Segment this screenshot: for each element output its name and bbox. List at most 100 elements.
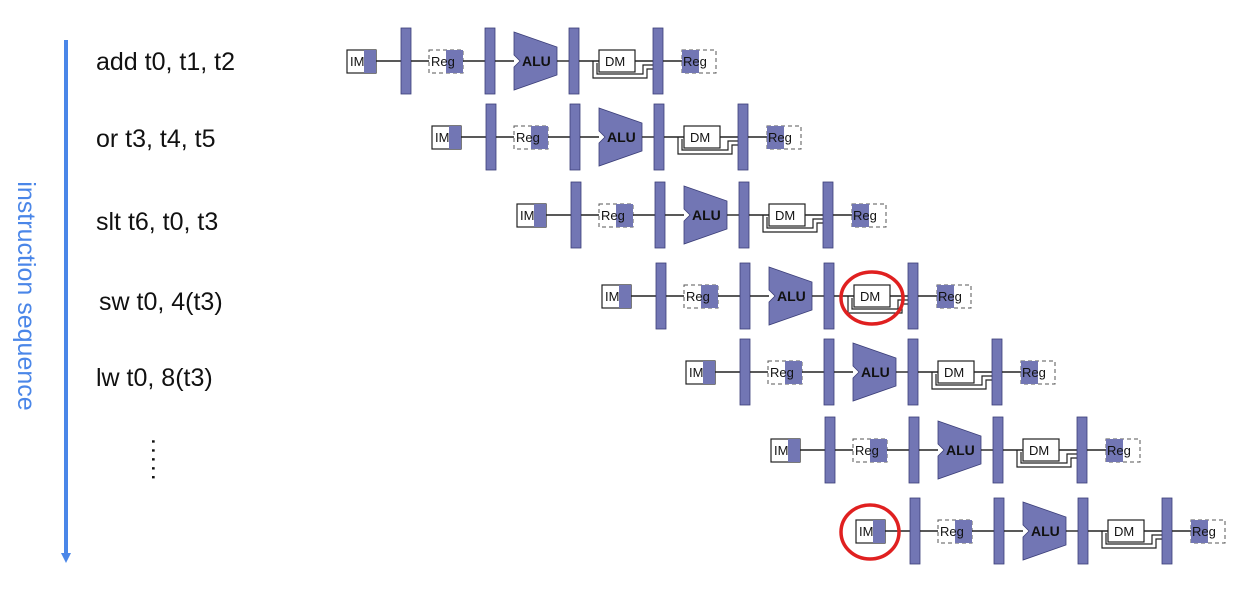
instruction-label: add t0, t1, t2 [96,48,235,76]
reg-write-label: Reg [1192,524,1216,539]
im-label: IM [605,289,619,304]
instruction-label: lw t0, 8(t3) [96,364,213,392]
pipeline-register [484,27,496,95]
reg-write-label: Reg [938,289,962,304]
dm-label: DM [605,54,625,69]
dm-bypass-wire [766,217,823,229]
instruction-label: slt t6, t0, t3 [96,208,218,236]
pipeline-row: IM Reg ALU DM Reg [346,27,717,95]
dm-label: DM [775,208,795,223]
im-shade [788,439,800,462]
dm-label: DM [1029,443,1049,458]
im-shade [619,285,631,308]
dm-bypass-wire [592,61,653,79]
instruction-label: or t3, t4, t5 [96,125,216,153]
reg-write-shade [1021,361,1038,384]
alu-label: ALU [522,53,551,69]
dm-bypass-wire [1101,531,1162,549]
im-label: IM [520,208,534,223]
reg-write-label: Reg [853,208,877,223]
reg-read-label: Reg [516,130,540,145]
pipeline-register [822,181,834,249]
pipeline-row: IM Reg ALU DM Reg [839,497,1226,565]
pipeline-register [907,338,919,406]
dm-label: DM [944,365,964,380]
reg-write-shade [1106,439,1123,462]
reg-read-shade [870,439,887,462]
pipeline-register [653,103,665,171]
highlight-circle [839,503,901,561]
im-label: IM [859,524,873,539]
im-label: IM [689,365,703,380]
im-shade [449,126,461,149]
pipeline-register [737,103,749,171]
reg-read-label: Reg [855,443,879,458]
pipeline-register [568,27,580,95]
im-shade [703,361,715,384]
alu-unit [852,342,897,402]
dm-bypass-wire [1016,450,1077,468]
alu-label: ALU [861,364,890,380]
dm-bypass-wire [681,139,738,151]
pipeline-register [991,338,1003,406]
dm-bypass-wire [596,63,653,75]
alu-unit [937,420,982,480]
pipeline-register [909,497,921,565]
pipeline-register [654,181,666,249]
reg-read-shade [701,285,718,308]
reg-write-shade [1191,520,1208,543]
pipeline-register [823,262,835,330]
im-label: IM [435,130,449,145]
dm-bypass-wire [1020,452,1077,464]
alu-label: ALU [946,442,975,458]
pipeline-register [655,262,667,330]
alu-unit [598,107,643,167]
dm-label: DM [690,130,710,145]
pipeline-register [1161,497,1173,565]
reg-write-label: Reg [1107,443,1131,458]
alu-label: ALU [777,288,806,304]
pipeline-register [400,27,412,95]
pipeline-register [824,416,836,484]
ellipsis: ..... [146,438,174,483]
dm-label: DM [1114,524,1134,539]
dm-bypass-wire [931,372,992,390]
im-shade [534,204,546,227]
pipeline-register [738,181,750,249]
reg-read-shade [531,126,548,149]
dm-bypass-wire [935,374,992,386]
reg-write-shade [937,285,954,308]
alu-label: ALU [1031,523,1060,539]
pipeline-register [823,338,835,406]
pipeline-register [569,103,581,171]
reg-write-label: Reg [683,54,707,69]
pipeline-register [485,103,497,171]
alu-unit [768,266,813,326]
im-label: IM [774,443,788,458]
im-shade [364,50,376,73]
pipeline-row: IM Reg ALU DM Reg [601,262,972,330]
im-label: IM [350,54,364,69]
pipeline-register [652,27,664,95]
pipeline-register [907,262,919,330]
instruction-label: sw t0, 4(t3) [99,288,223,316]
highlight-circle [839,270,905,326]
dm-bypass-wire [1105,533,1162,545]
pipeline-register [908,416,920,484]
alu-unit [513,31,558,91]
pipeline-row: IM Reg ALU DM Reg [770,416,1141,484]
reg-read-label: Reg [431,54,455,69]
pipeline-register [993,497,1005,565]
dm-label: DM [860,289,880,304]
reg-read-shade [616,204,633,227]
reg-read-label: Reg [940,524,964,539]
alu-unit [683,185,728,245]
reg-read-label: Reg [686,289,710,304]
reg-read-shade [955,520,972,543]
reg-write-shade [767,126,784,149]
dm-bypass-wire [677,137,738,155]
